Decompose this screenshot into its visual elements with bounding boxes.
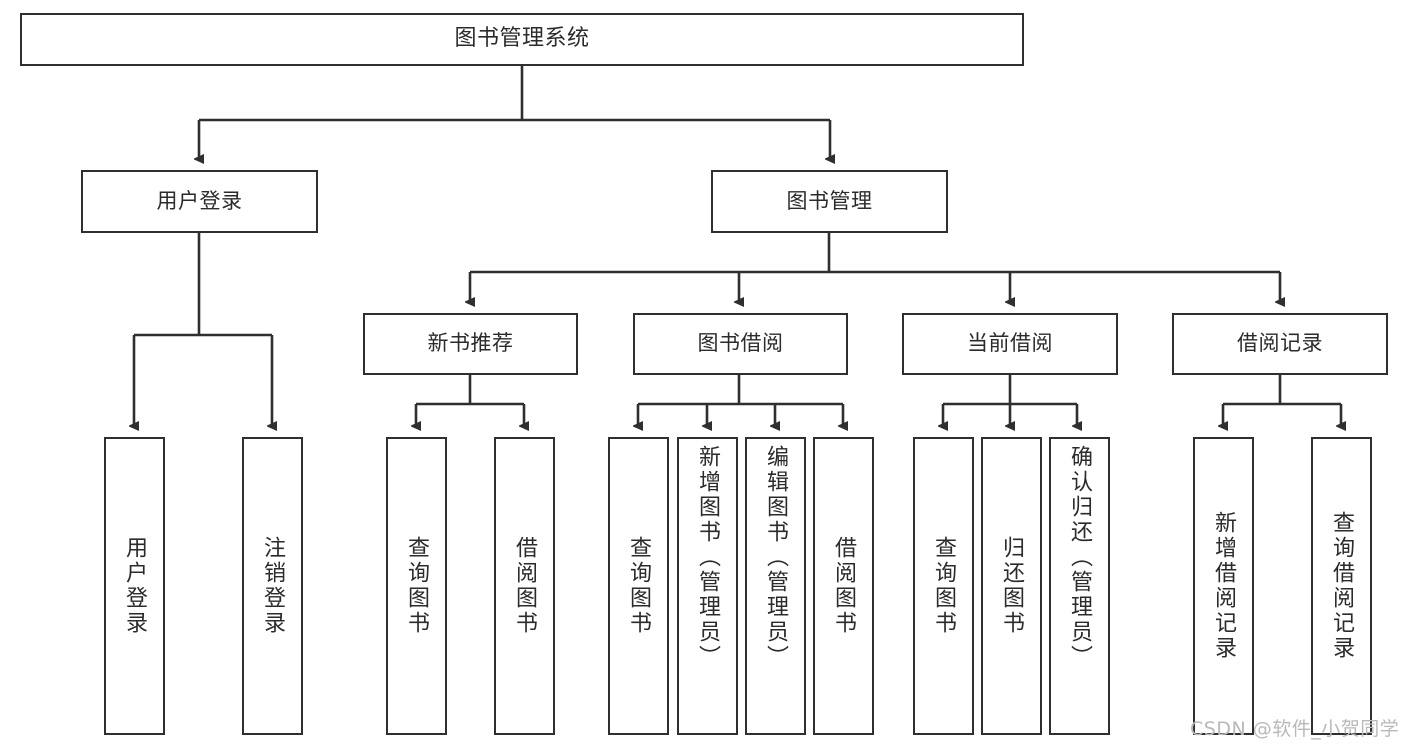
leaf-user-login[interactable]: 用户登录: [104, 437, 165, 735]
leaf-query-borrow-record[interactable]: 查询借阅记录: [1311, 437, 1372, 735]
node-label: 图书管理: [786, 188, 873, 213]
node-label: 编辑图书（管理员）: [763, 445, 789, 670]
csdn-watermark: CSDN @软件_小贺同学: [1190, 718, 1400, 740]
node-book-management[interactable]: 图书管理: [711, 170, 948, 233]
leaf-borrow-books[interactable]: 借阅图书: [813, 437, 874, 735]
node-label: 新增借阅记录: [1211, 511, 1237, 661]
node-label: 注销登录: [260, 536, 286, 636]
leaf-add-book-admin[interactable]: 新增图书（管理员）: [677, 437, 738, 735]
node-borrowing-records[interactable]: 借阅记录: [1172, 313, 1388, 375]
leaf-return-books[interactable]: 归还图书: [981, 437, 1042, 735]
node-label: 用户登录: [122, 536, 148, 636]
node-label: 查询图书: [626, 536, 652, 636]
node-label: 查询图书: [404, 536, 430, 636]
leaf-query-books-recommend[interactable]: 查询图书: [386, 437, 447, 735]
node-label: 查询图书: [931, 536, 957, 636]
node-label: 借阅图书: [831, 536, 857, 636]
node-label: 用户登录: [156, 188, 243, 213]
leaf-add-borrow-record[interactable]: 新增借阅记录: [1193, 437, 1254, 735]
node-new-book-recommendation[interactable]: 新书推荐: [363, 313, 578, 375]
node-label: 新增图书（管理员）: [695, 445, 721, 670]
node-current-borrowing[interactable]: 当前借阅: [902, 313, 1118, 375]
leaf-query-books-current[interactable]: 查询图书: [913, 437, 974, 735]
node-label: 确认归还（管理员）: [1067, 445, 1093, 670]
leaf-edit-book-admin[interactable]: 编辑图书（管理员）: [745, 437, 806, 735]
leaf-confirm-return-admin[interactable]: 确认归还（管理员）: [1049, 437, 1110, 735]
node-label: 借阅记录: [1237, 331, 1323, 356]
leaf-query-books-borrow[interactable]: 查询图书: [608, 437, 669, 735]
node-label: 查询借阅记录: [1329, 511, 1355, 661]
node-label: 图书借阅: [697, 331, 784, 356]
node-label: 借阅图书: [512, 536, 538, 636]
node-label: 新书推荐: [427, 331, 514, 356]
node-user-login[interactable]: 用户登录: [81, 170, 318, 233]
leaf-logout[interactable]: 注销登录: [242, 437, 303, 735]
node-label: 当前借阅: [967, 331, 1053, 356]
node-book-borrowing[interactable]: 图书借阅: [633, 313, 848, 375]
node-label: 归还图书: [999, 536, 1025, 636]
leaf-borrow-books-recommend[interactable]: 借阅图书: [494, 437, 555, 735]
node-label: 图书管理系统: [454, 26, 590, 52]
node-root-system[interactable]: 图书管理系统: [20, 13, 1024, 66]
